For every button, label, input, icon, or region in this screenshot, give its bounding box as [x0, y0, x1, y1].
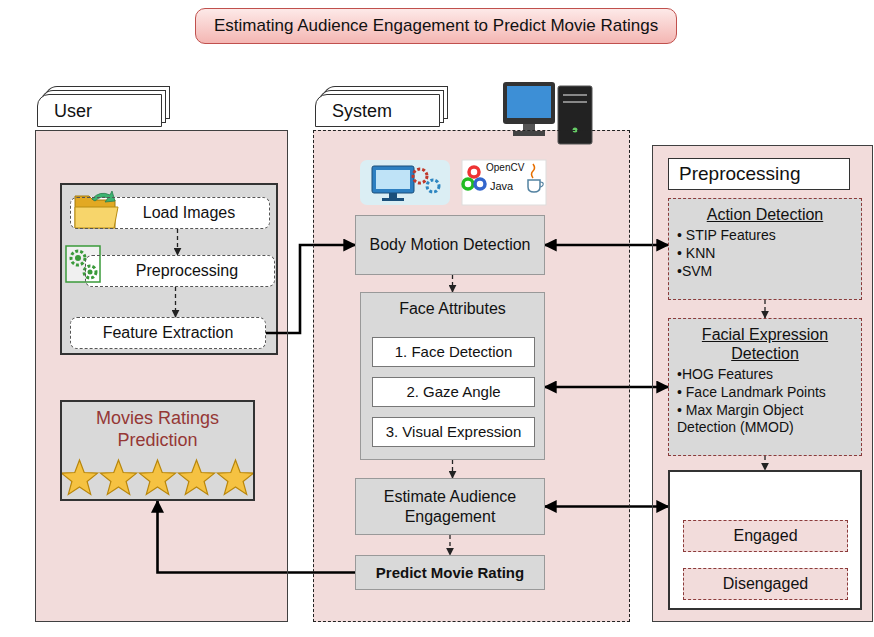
- attribute-box: 1. Face Detection: [372, 337, 535, 367]
- monitor-screen: [376, 170, 410, 189]
- process-box: Estimate Audience Engagement: [355, 478, 545, 535]
- computer-icon: [503, 82, 592, 144]
- computer-monitor: [503, 82, 555, 124]
- monitor-icon: [360, 160, 450, 205]
- box-label: Preprocessing: [136, 261, 238, 280]
- drive-slot: [563, 101, 587, 103]
- connector: [177, 229, 178, 255]
- gear-frame: [66, 246, 100, 282]
- monitor-frame: [372, 166, 414, 193]
- computer-screen: [507, 86, 551, 118]
- connector: [545, 244, 668, 247]
- box-label: Movies Ratings Prediction: [68, 408, 247, 451]
- logo-ground: [462, 160, 546, 205]
- monitor-stand: [389, 193, 397, 198]
- rating-stars: [61, 460, 253, 494]
- computer-base: [513, 131, 545, 136]
- system-panel: SystemBody Motion DetectionFace Attribut…: [313, 130, 630, 622]
- icon-ground: [360, 160, 450, 205]
- box-label: Load Images: [143, 203, 236, 222]
- connector: [452, 460, 453, 478]
- connector: [764, 456, 765, 470]
- group-box: Face Attributes 1. Face Detection 2. Gaze …: [360, 292, 545, 460]
- bullet-item: • Face Landmark Points: [677, 384, 853, 401]
- step-box: Feature Extraction: [70, 317, 266, 349]
- method-box: Facial Expression Detection •HOG Features…: [668, 318, 862, 456]
- bullet-item: •HOG Features: [677, 366, 853, 383]
- rating-star: [100, 460, 136, 494]
- rating-star: [178, 460, 214, 494]
- rating-star: [61, 460, 97, 494]
- bullet-item: •SVM: [677, 263, 853, 280]
- process-box: Body Motion Detection: [355, 215, 545, 275]
- box-label: Body Motion Detection: [370, 235, 531, 254]
- gear-icon: [66, 246, 100, 282]
- monitor-base: [382, 198, 404, 201]
- box-label: 1. Face Detection: [395, 343, 513, 361]
- java-cup-handle: [540, 182, 543, 187]
- state-box: Engaged: [683, 520, 848, 552]
- bullet-item: • STIP Features: [677, 227, 853, 244]
- box-label: 2. Gaze Angle: [406, 383, 500, 401]
- result-box: Movies Ratings Prediction: [60, 400, 255, 501]
- connector: [449, 535, 450, 555]
- panel-heading: Preprocessing: [668, 158, 850, 190]
- folder-front: [75, 207, 118, 228]
- connector: [545, 386, 668, 389]
- panel-heading: User: [37, 94, 162, 127]
- connector: [452, 275, 453, 292]
- logo-ring: [463, 179, 473, 189]
- box-label: 3. Visual Expression: [386, 423, 522, 441]
- box-label: Estimate Audience Engagement: [362, 487, 538, 525]
- connector: [266, 245, 355, 333]
- java-cup: [528, 180, 540, 192]
- bullet-item: • KNN: [677, 245, 853, 262]
- gear: [71, 251, 85, 265]
- step-box: Load Images: [70, 197, 270, 229]
- title-text: Estimating Audience Engagement to Predic…: [214, 16, 658, 36]
- gear-hub: [75, 255, 81, 261]
- connector: [158, 501, 356, 573]
- gear: [413, 169, 427, 183]
- java-steam: [532, 164, 535, 178]
- logo-text: OpenCV: [486, 163, 524, 173]
- gear-hub: [88, 270, 93, 275]
- attribute-box: 3. Visual Expression: [372, 417, 535, 447]
- panel-heading: System: [315, 94, 440, 127]
- gear: [427, 180, 439, 192]
- connector: [764, 300, 765, 318]
- box-label: Face Attributes: [399, 299, 506, 318]
- box-label: Disengaged: [723, 574, 808, 593]
- box-heading: Action Detection: [677, 205, 853, 224]
- outcome-box: EngagedDisengaged: [668, 470, 862, 610]
- box-label: Predict Movie Rating: [376, 564, 524, 582]
- rating-star: [139, 460, 175, 494]
- state-box: Disengaged: [683, 568, 848, 600]
- title-banner: Estimating Audience Engagement to Predic…: [195, 8, 677, 44]
- preprocessing-panel: PreprocessingAction Detection • STIP Feat…: [652, 145, 873, 622]
- logo-ring: [469, 167, 479, 177]
- box-heading: Facial Expression Detection: [677, 325, 853, 363]
- rating-star: [217, 460, 253, 494]
- process-box: Predict Movie Rating: [355, 555, 545, 590]
- step-box: Preprocessing: [85, 255, 275, 287]
- computer-tower: [558, 86, 592, 144]
- bullet-item: • Max Margin Object Detection (MMOD): [677, 402, 853, 436]
- connector: [175, 287, 176, 317]
- drive-slot: [563, 94, 587, 96]
- box-fill: [355, 478, 545, 535]
- logo-text: Java: [490, 181, 513, 192]
- attribute-box: 2. Gaze Angle: [372, 377, 535, 407]
- box-label: Engaged: [733, 526, 797, 545]
- user-panel: UserLoad ImagesPreprocessingFeature Extr…: [35, 130, 288, 622]
- opencv-java-logo: [462, 160, 546, 205]
- method-box: Action Detection • STIP Features• KNN•SVM: [668, 198, 862, 300]
- connector: [545, 505, 668, 508]
- logo-ring: [475, 179, 485, 189]
- box-label: Feature Extraction: [103, 323, 234, 342]
